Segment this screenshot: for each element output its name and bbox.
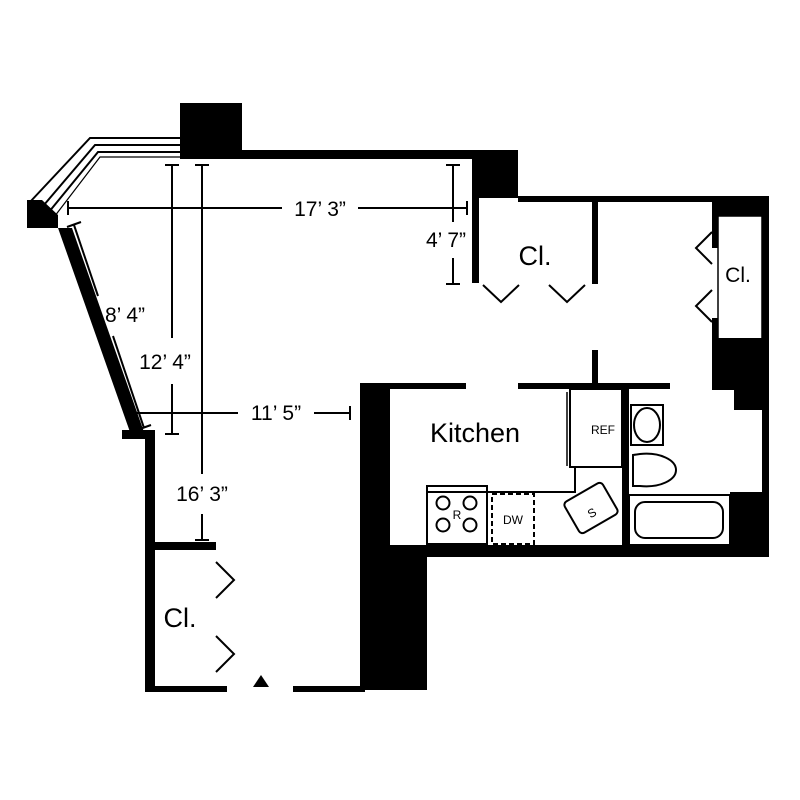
door-swing-top-2 (548, 284, 586, 304)
dim-total-depth: 16’ 3” (176, 483, 228, 506)
dim-living-width: 17’ 3” (294, 198, 346, 221)
wall-kitchen-top-left (360, 383, 466, 389)
bay-window (29, 137, 180, 226)
closet-doors (215, 215, 763, 673)
bathtub-outer (628, 494, 731, 546)
dim-inner-depth: 12’ 4” (139, 351, 191, 374)
dishwasher (491, 493, 535, 545)
kitchen-counter (427, 466, 622, 493)
wall-bath-partition (622, 389, 629, 549)
dim-bay-depth: 4’ 7” (426, 229, 466, 252)
sink (563, 481, 619, 535)
wall-hall-stub (592, 350, 598, 390)
bay-corner (27, 200, 58, 228)
door-swing-left-2 (215, 635, 236, 673)
room-label-closet-top: Cl. (519, 241, 552, 271)
wall-closet-divider (592, 200, 598, 284)
fixture-label-dishwasher: DW (503, 513, 524, 527)
wall-left-notch (122, 430, 155, 439)
walls (27, 103, 769, 692)
fixture-label-sink: S (585, 505, 599, 521)
wall-angled-left (58, 228, 144, 432)
wall-closet-left (472, 198, 479, 283)
wall-right-closet-upper (712, 214, 718, 248)
door-swing-right-1 (694, 231, 713, 265)
room-label-closet-right: Cl. (725, 264, 751, 287)
bathtub (634, 501, 724, 539)
wall-right-closet-lower (712, 318, 718, 348)
dimension-lines (66, 164, 468, 541)
wall-top-living (180, 150, 476, 159)
fixture-label-refrigerator: REF (591, 423, 615, 437)
wall-top-right (518, 196, 768, 202)
column-right-mid (712, 338, 768, 410)
wall-kitchen-bottom (420, 545, 769, 557)
wall-bottom-left (145, 686, 227, 692)
entry-triangle-icon (253, 675, 269, 687)
room-label-kitchen: Kitchen (430, 418, 520, 448)
toilet (632, 452, 678, 488)
labels: 17’ 3” 4’ 7” 8’ 4” 12’ 4” 11’ 5” 16’ 3” … (105, 198, 751, 633)
wall-closet-lower-top (150, 542, 216, 550)
column-top-right (712, 196, 768, 216)
fixture-label-range: R (453, 508, 462, 522)
column-top-left (180, 103, 242, 159)
bath-sink-box (630, 404, 664, 446)
range (426, 485, 488, 545)
wall-left-lower (145, 432, 155, 692)
door-swing-top-1 (482, 284, 520, 304)
door-swing-right-2 (694, 289, 713, 323)
room-label-closet-left: Cl. (164, 603, 197, 633)
fixtures (426, 388, 731, 546)
wall-kitchen-top-right (518, 383, 670, 389)
dim-lower-width: 11’ 5” (251, 402, 301, 425)
bath-sink (633, 407, 661, 443)
door-swing-left-1 (215, 561, 236, 599)
wall-bottom-right (293, 686, 365, 692)
column-entry (360, 545, 427, 690)
dim-angled-wall: 8’ 4” (105, 304, 145, 327)
column-top-middle (472, 150, 518, 198)
